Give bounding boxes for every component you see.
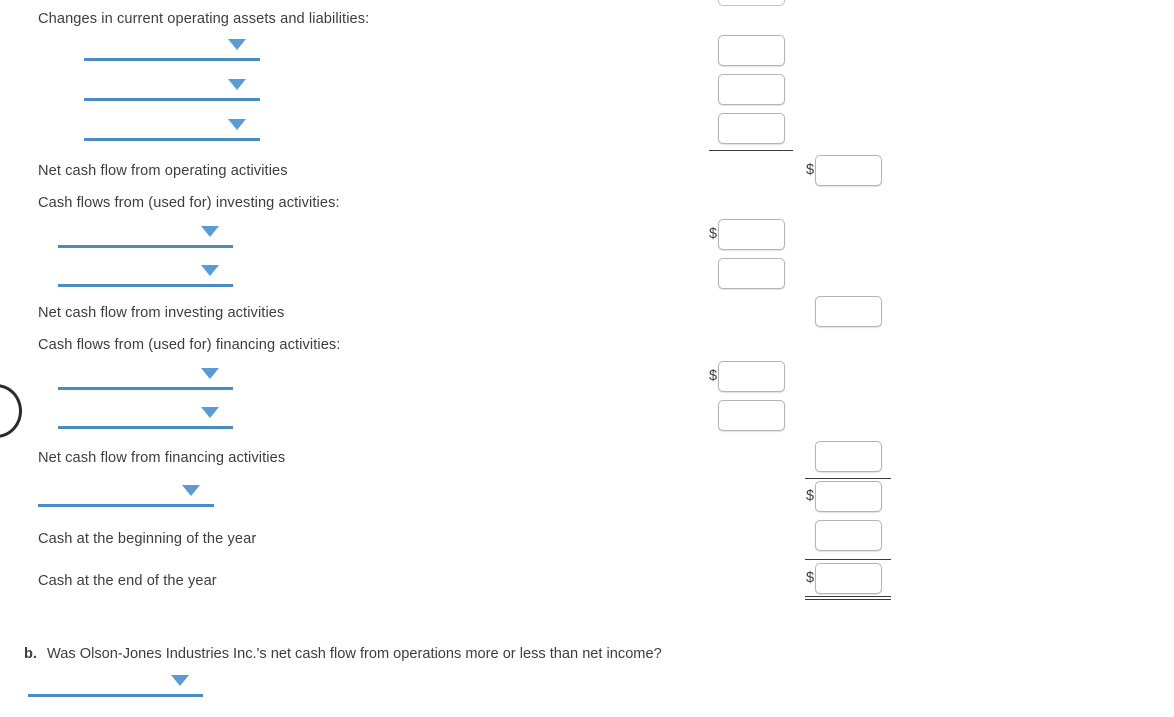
currency-symbol-cash-end: $	[806, 570, 815, 586]
dropdown-financing-2[interactable]	[58, 403, 233, 429]
dropdown-op-change-1[interactable]	[84, 35, 260, 61]
subtotal-rule-financing	[805, 478, 891, 479]
dropdown-investing-2[interactable]	[58, 261, 233, 287]
amount-input-op-change-2[interactable]	[718, 74, 785, 105]
dropdown-investing-1[interactable]	[58, 222, 233, 248]
dropdown-op-change-2[interactable]	[84, 75, 260, 101]
currency-symbol-net-change: $	[806, 488, 815, 504]
currency-symbol-financing-1: $	[709, 368, 718, 384]
chevron-down-icon	[228, 79, 246, 90]
chevron-down-icon	[228, 119, 246, 130]
currency-symbol-net-operating: $	[806, 162, 815, 178]
subtotal-rule-operating	[709, 150, 793, 151]
grand-total-double-rule	[805, 596, 891, 600]
chevron-down-icon	[171, 675, 189, 686]
chevron-down-icon	[201, 226, 219, 237]
amount-input-op-change-1[interactable]	[718, 35, 785, 66]
question-b-text: Was Olson-Jones Industries Inc.'s net ca…	[47, 646, 662, 662]
chevron-down-icon	[182, 485, 200, 496]
chevron-down-icon	[201, 265, 219, 276]
dropdown-net-increase-decrease[interactable]	[38, 481, 214, 507]
amount-input-net-financing[interactable]	[815, 441, 882, 472]
chevron-down-icon	[228, 39, 246, 50]
amount-input-cash-end[interactable]	[815, 563, 882, 594]
subtotal-rule-cash-end	[805, 559, 891, 560]
section-header-investing: Cash flows from (used for) investing act…	[38, 195, 340, 211]
chevron-down-icon	[201, 407, 219, 418]
chevron-down-icon	[201, 368, 219, 379]
amount-input-net-change[interactable]	[815, 481, 882, 512]
question-b-marker: b.	[24, 646, 37, 662]
amount-input-cash-beginning[interactable]	[815, 520, 882, 551]
dropdown-question-b-answer[interactable]	[28, 671, 203, 697]
line-label-cash-end: Cash at the end of the year	[38, 573, 217, 589]
amount-input-financing-1[interactable]	[718, 361, 785, 392]
line-label-net-investing: Net cash flow from investing activities	[38, 305, 285, 321]
line-label-net-operating: Net cash flow from operating activities	[38, 163, 288, 179]
section-header-changes-current: Changes in current operating assets and …	[38, 11, 370, 27]
section-header-financing: Cash flows from (used for) financing act…	[38, 337, 341, 353]
circle-annotation	[0, 384, 22, 438]
question-b: b. Was Olson-Jones Industries Inc.'s net…	[24, 645, 662, 663]
amount-input-net-operating[interactable]	[815, 155, 882, 186]
currency-symbol-investing-1: $	[709, 226, 718, 242]
line-label-net-financing: Net cash flow from financing activities	[38, 450, 286, 466]
amount-input-op-change-3[interactable]	[718, 113, 785, 144]
amount-input-investing-2[interactable]	[718, 258, 785, 289]
line-label-cash-beginning: Cash at the beginning of the year	[38, 531, 257, 547]
amount-input-clipped[interactable]	[718, 0, 785, 6]
amount-input-financing-2[interactable]	[718, 400, 785, 431]
dropdown-financing-1[interactable]	[58, 364, 233, 390]
amount-input-investing-1[interactable]	[718, 219, 785, 250]
amount-input-net-investing[interactable]	[815, 296, 882, 327]
dropdown-op-change-3[interactable]	[84, 115, 260, 141]
